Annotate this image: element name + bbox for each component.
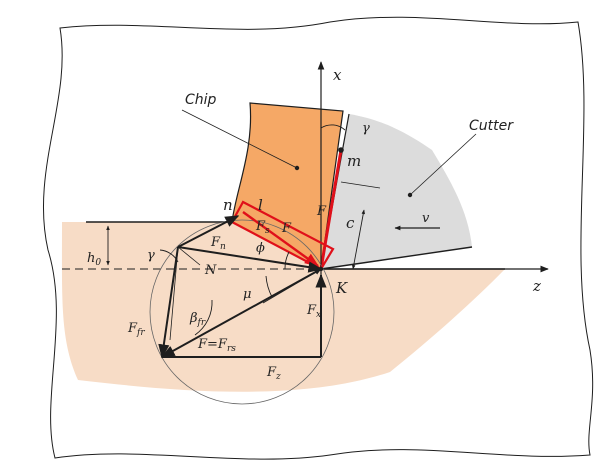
- ffr-sub: fr: [136, 328, 145, 338]
- cutter-dot: [407, 192, 413, 198]
- f-eq-main: F=F: [197, 337, 228, 352]
- h0-label: h0: [87, 251, 101, 268]
- cutter-region: [321, 114, 472, 269]
- fx-label: Fx: [306, 303, 321, 320]
- fz-main: F: [266, 365, 277, 380]
- fs-label: Fs: [255, 219, 270, 236]
- length-l-label: l: [258, 196, 263, 214]
- cutter-leader: [409, 133, 477, 196]
- velocity-label: v: [422, 211, 430, 226]
- merchant-circle: [149, 219, 335, 405]
- gamma-rake-arc: [320, 124, 346, 131]
- chip-leader: [181, 109, 298, 169]
- fx-main: F: [306, 303, 317, 318]
- fn-label: Fn: [210, 235, 226, 252]
- shear-force-arrow: [242, 211, 320, 267]
- force-resultant-from-k: [262, 268, 322, 304]
- outer-border: [42, 16, 594, 460]
- chip-caption: Chip: [185, 92, 217, 108]
- fs-sub: s: [265, 226, 270, 236]
- gamma-rake-label: γ: [362, 121, 370, 136]
- point-k-dot: [318, 266, 324, 272]
- c-dimension: [351, 209, 366, 270]
- fz-label: Fz: [266, 365, 281, 382]
- ffr-main: F: [127, 321, 138, 336]
- beta-sub: fr: [197, 318, 206, 328]
- fn-main: F: [210, 235, 221, 250]
- point-n-label: n: [223, 196, 233, 214]
- fs-main: F: [255, 219, 266, 234]
- fn-sub: n: [220, 242, 226, 252]
- phi-label: ϕ: [256, 241, 265, 256]
- f-eq-label: F=Frs: [197, 337, 236, 354]
- cutter-caption: Cutter: [469, 118, 514, 134]
- length-c-label: c: [346, 214, 355, 232]
- mu-arc: [265, 275, 273, 298]
- f-eq-sub: rs: [227, 344, 236, 354]
- force-n-line: [177, 246, 323, 273]
- mu-label: μ: [243, 287, 251, 302]
- n-extension: [177, 246, 201, 266]
- phi-arc: [284, 251, 290, 270]
- ffr-label: Ffr: [127, 321, 145, 338]
- fz-sub: z: [275, 372, 281, 382]
- gamma-line-left: [169, 246, 179, 341]
- x-axis-label: x: [333, 66, 342, 84]
- chip-dot: [294, 165, 300, 171]
- h0-main: h: [87, 251, 95, 266]
- force-fn: [177, 215, 240, 248]
- beta-main: β: [189, 311, 198, 326]
- point-m-dot: [338, 147, 344, 153]
- n-label: N: [204, 263, 217, 278]
- z-axis-label: z: [532, 277, 541, 295]
- gamma-left-label: γ: [147, 248, 155, 263]
- f-rake-label: F: [316, 204, 327, 219]
- beta-arc: [194, 299, 213, 336]
- point-m-label: m: [347, 152, 361, 170]
- h0-sub: 0: [95, 258, 101, 268]
- cutter-edge: [320, 246, 473, 270]
- fx-sub: x: [316, 310, 321, 320]
- c-ext-line: [340, 181, 381, 189]
- rake-face-red: [319, 149, 343, 270]
- force-f-resultant: [160, 268, 322, 358]
- force-ffr: [158, 246, 179, 359]
- gamma-left-arc: [159, 249, 179, 263]
- f-red-label: F: [281, 221, 292, 236]
- point-k-label: K: [335, 279, 348, 297]
- beta-label: βfr: [189, 311, 206, 328]
